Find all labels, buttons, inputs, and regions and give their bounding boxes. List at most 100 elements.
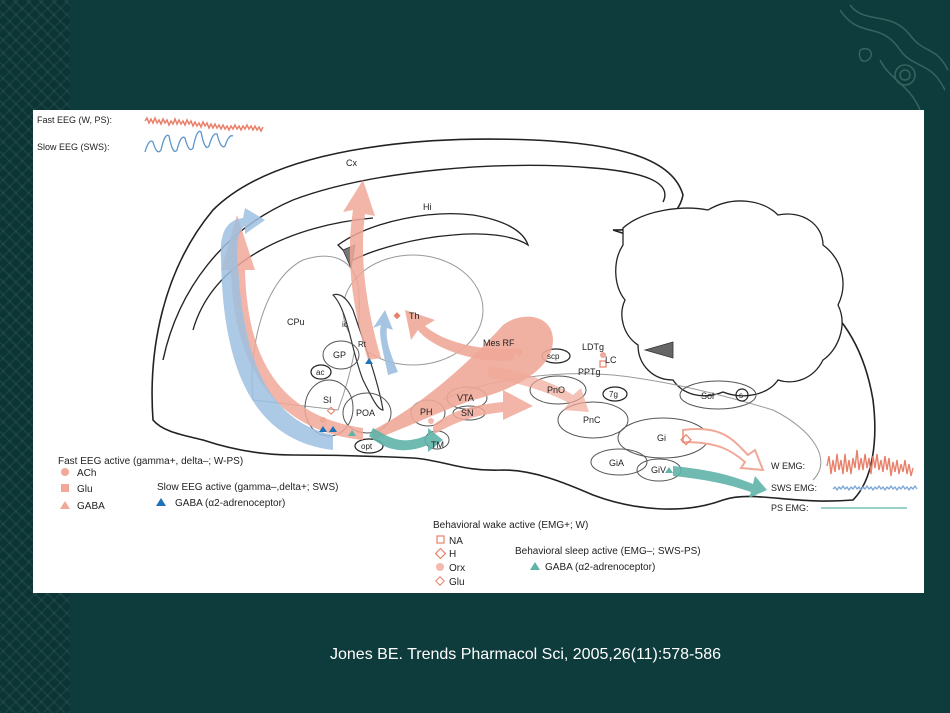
slow-arrow-thalamus (373, 310, 398, 375)
sleep-arrow-emg (673, 466, 767, 498)
gaba-blue-marker-si-1 (319, 426, 327, 432)
label-si: SI (323, 395, 332, 405)
gaba-blue-marker-rt (365, 358, 373, 364)
legend-slow-gaba-marker (156, 498, 166, 506)
fast-eeg-trace (144, 115, 264, 133)
wake-marker-na (599, 360, 607, 368)
legend-sleep-gaba-label: GABA (α2-adrenoceptor) (545, 562, 655, 573)
legend-sleep-title: Behavioral sleep active (EMG–; SWS-PS) (515, 546, 701, 557)
label-mes-rf: Mes RF (483, 338, 515, 348)
legend-gaba-marker (60, 501, 70, 509)
fast-eeg-label: Fast EEG (W, PS): (37, 115, 112, 125)
label-th: Th (409, 311, 420, 321)
legend-glu-marker (61, 484, 69, 492)
label-opt: opt (361, 442, 373, 451)
hippocampus-outline (336, 213, 530, 261)
label-pptg: PPTg (578, 367, 601, 377)
label-gia: GiA (609, 458, 624, 468)
fourth-ventricle-shape (643, 341, 674, 359)
slow-arrow-cortex (220, 208, 333, 450)
legend-glu-wake-label: Glu (449, 577, 465, 588)
wake-arrow-emg (682, 428, 765, 472)
label-sol: Sol (701, 391, 714, 401)
opt-outline (354, 438, 384, 454)
pnc-outline (557, 401, 629, 439)
label-rt: Rt (358, 340, 367, 349)
label-poa: POA (356, 408, 375, 418)
floral-ornament (839, 4, 949, 111)
label-gp: GP (333, 350, 346, 360)
ach-marker-ldtg (600, 352, 606, 358)
legend-gaba-label: GABA (77, 501, 105, 512)
orx-marker-ph (428, 418, 434, 424)
corpus-callosum (192, 217, 374, 331)
gaba-teal-marker-poa (348, 430, 356, 436)
sleep-wake-circuit-figure: Fast EEG (W, PS): Slow EEG (SWS): (33, 110, 924, 593)
legend-h-marker (434, 547, 447, 560)
label-giv: GiV (651, 465, 666, 475)
legend-ach-marker (61, 468, 69, 476)
poa-outline (342, 392, 392, 434)
legend-glu-label: Glu (77, 484, 93, 495)
label-7g: 7g (609, 390, 618, 399)
wake-arrow-cortex-up (343, 180, 381, 360)
7g-outline (602, 386, 628, 402)
label-ic: ic (342, 320, 348, 329)
citation: Jones BE. Trends Pharmacol Sci, 2005,26(… (330, 646, 722, 663)
ac-outline (310, 364, 332, 380)
cortex-inner-line (162, 164, 666, 361)
pno-outline (529, 375, 587, 405)
label-gi: Gi (657, 433, 666, 443)
slow-eeg-label: Slow EEG (SWS): (37, 142, 110, 152)
w-emg-label: W EMG: (771, 461, 805, 471)
legend-slow-gaba-label: GABA (α2-adrenoceptor) (175, 498, 285, 509)
label-hi: Hi (423, 202, 432, 212)
label-ac: ac (316, 368, 324, 377)
legend-h-label: H (449, 549, 456, 560)
label-tm: TM (431, 440, 444, 450)
w-emg-trace (826, 449, 914, 477)
legend-na-marker (436, 535, 445, 544)
brain-outline (151, 138, 876, 510)
gaba-blue-marker-si-2 (329, 426, 337, 432)
label-pno: PnO (547, 385, 565, 395)
glu-marker-mes-rf (514, 347, 524, 357)
slow-eeg-trace (144, 130, 234, 153)
label-lc: LC (605, 355, 617, 365)
legend-na-label: NA (449, 536, 463, 547)
wake-arrow-to-pons (488, 365, 589, 412)
sws-emg-label: SWS EMG: (771, 483, 817, 493)
glu-marker-th (393, 312, 401, 320)
label-s: s (739, 391, 743, 400)
sleep-arrow-tm (369, 428, 443, 452)
label-cpu: CPu (287, 317, 305, 327)
gaba-teal-marker-giv (665, 467, 673, 473)
wake-arrow-midbrain (373, 316, 553, 440)
sws-emg-trace (832, 484, 918, 492)
legend-glu-wake-marker (435, 576, 445, 586)
cerebellum-outline (615, 200, 844, 397)
gia-outline (590, 448, 648, 476)
legend-orx-marker (436, 563, 444, 571)
legend-sleep-gaba-marker (530, 562, 540, 570)
wake-arrow-posterior (433, 390, 533, 435)
brain-sagittal-diagram: Fast EEG (W, PS): Slow EEG (SWS): (37, 115, 918, 588)
label-scp: scp (547, 352, 560, 361)
glu-marker-si (326, 406, 336, 415)
internal-capsule (331, 293, 384, 411)
label-vta: VTA (457, 393, 474, 403)
gp-outline (322, 340, 360, 370)
legend-orx-label: Orx (449, 563, 465, 574)
label-pnc: PnC (583, 415, 601, 425)
label-ph: PH (420, 407, 433, 417)
legend-ach-label: ACh (77, 468, 96, 479)
ps-emg-label: PS EMG: (771, 503, 809, 513)
striatum-outline (251, 255, 360, 411)
label-sn: SN (461, 408, 474, 418)
legend-slow-title: Slow EEG active (gamma–,delta+; SWS) (157, 482, 338, 493)
label-cx: Cx (346, 158, 357, 168)
ach-marker-si (320, 417, 326, 423)
sol-outline (679, 380, 757, 410)
legend-wake-title: Behavioral wake active (EMG+; W) (433, 520, 588, 531)
label-ldtg: LDTg (582, 342, 604, 352)
